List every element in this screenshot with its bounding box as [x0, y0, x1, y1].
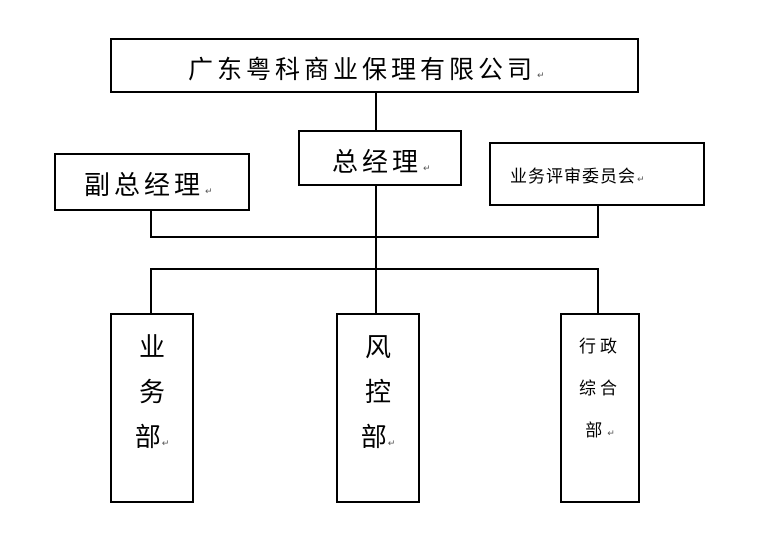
connector-committee-down — [597, 205, 599, 237]
connector-upper-horizontal — [150, 236, 599, 238]
risk-dept-char: 风 — [364, 333, 391, 363]
risk-dept-box — [336, 313, 420, 503]
admin-dept-line: 行政 — [579, 337, 621, 357]
connector-risk-down — [375, 268, 377, 314]
review-committee-label: 业务评审委员会↵ — [510, 162, 646, 187]
admin-dept-line-last: 部↵ — [585, 421, 615, 441]
business-dept-char: 业 — [138, 333, 165, 363]
business-dept-box — [110, 313, 194, 503]
general-manager-box — [298, 130, 462, 186]
business-dept-char-last: 部↵ — [134, 423, 170, 453]
paragraph-mark-icon: ↵ — [205, 187, 217, 197]
risk-dept-label: 风 控 部↵ — [336, 326, 420, 467]
risk-dept-char-last: 部↵ — [360, 423, 396, 453]
connector-company-gm — [375, 92, 377, 130]
business-dept-label: 业 务 部↵ — [110, 326, 194, 467]
paragraph-mark-icon: ↵ — [537, 71, 549, 81]
general-manager-label: 总经理↵ — [332, 142, 435, 179]
admin-dept-line: 综合 — [579, 379, 621, 399]
review-committee-text: 业务评审委员会 — [510, 167, 636, 187]
review-committee-box — [489, 142, 705, 206]
connector-lower-horizontal — [150, 268, 599, 270]
connector-admin-down — [597, 268, 599, 314]
deputy-manager-text: 副总经理 — [84, 171, 205, 201]
company-box — [110, 38, 639, 93]
paragraph-mark-icon: ↵ — [161, 439, 170, 449]
admin-dept-box — [560, 313, 640, 503]
connector-gm-trunk — [375, 185, 377, 269]
connector-business-down — [150, 268, 152, 314]
deputy-manager-label: 副总经理↵ — [84, 165, 217, 202]
admin-dept-label: 行政 综合 部↵ — [560, 326, 640, 455]
general-manager-text: 总经理 — [332, 148, 423, 178]
paragraph-mark-icon: ↵ — [423, 164, 435, 174]
paragraph-mark-icon: ↵ — [637, 175, 646, 185]
deputy-manager-box — [54, 153, 250, 211]
business-dept-char: 务 — [138, 378, 165, 408]
paragraph-mark-icon: ↵ — [607, 429, 615, 439]
connector-deputy-down — [150, 210, 152, 237]
paragraph-mark-icon: ↵ — [387, 439, 396, 449]
company-name-text: 广东粤科商业保理有限公司 — [188, 55, 537, 84]
company-name: 广东粤科商业保理有限公司↵ — [188, 50, 549, 86]
risk-dept-char: 控 — [364, 378, 391, 408]
